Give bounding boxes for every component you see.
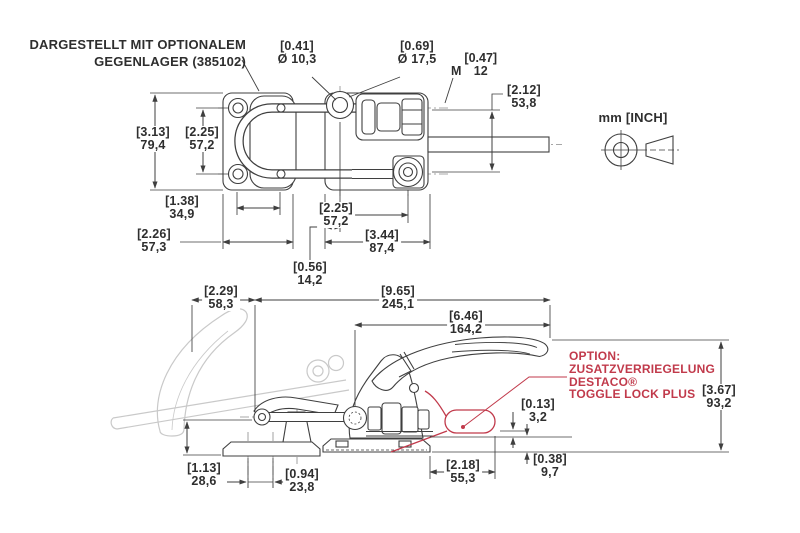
ghost-open-position (110, 308, 350, 437)
dim-hole-diameter-small: [0.41]Ø 10,3 (275, 39, 319, 66)
option-line-2: ZUSATZVERRIEGELUNG (569, 361, 716, 376)
side-view-clamp (222, 336, 549, 457)
dim-overall-height-93-2: [3.67]93,2 (700, 383, 738, 410)
dim-hole-spacing-57-2-right: [2.25]57,2 (317, 201, 355, 228)
dim-slot-spacing-23-8: [0.94]23,8 (283, 467, 321, 494)
dim-length-55-3: [2.18]55,3 (444, 458, 482, 485)
dim-height-53-8: [2.12]53,8 (505, 83, 543, 110)
units-label: mm [INCH] (598, 110, 668, 125)
option-toggle-lock-note: OPTION: ZUSATZVERRIEGELUNG DESTACO® TOGG… (569, 350, 715, 401)
dim-gap-3-2: [0.13]3,2 (519, 397, 557, 424)
toggle-lock-option-part (390, 376, 567, 453)
dim-pivot-height-28-6: [1.13]28,6 (185, 461, 223, 488)
dim-hole-spacing-57-2-left: [2.25]57,2 (183, 125, 221, 152)
note-line-2: GEGENLAGER (385102) (94, 54, 246, 69)
dim-length-164-2: [6.46]164,2 (447, 309, 485, 336)
dim-plate-height-79-4: [3.13]79,4 (134, 125, 172, 152)
note-line-1: DARGESTELLT MIT OPTIONALEM (29, 37, 246, 52)
dim-offset-14-2: [0.56]14,2 (291, 260, 329, 287)
projection-symbol (601, 130, 679, 170)
option-line-1: OPTION: (569, 349, 621, 363)
dim-height-9-7: [0.38]9,7 (531, 452, 569, 479)
top-view-clamp (222, 90, 550, 191)
dim-plate-width-57-3: [2.26]57,3 (135, 227, 173, 254)
optional-counter-bearing-note: DARGESTELLT MIT OPTIONALEM GEGENLAGER (3… (18, 36, 246, 70)
dim-hole-diameter-large: [0.69]Ø 17,5 (395, 39, 439, 66)
option-line-3: DESTACO® (569, 374, 638, 389)
dim-thread-m12: M [0.47] 12 (451, 51, 498, 78)
dim-reach-58-3: [2.29]58,3 (202, 284, 240, 311)
option-line-4: TOGGLE LOCK PLUS (569, 387, 696, 402)
dim-overall-length-245-1: [9.65]245,1 (379, 284, 417, 311)
dim-hole-spacing-34-9: [1.38]34,9 (163, 194, 201, 221)
dim-plate-width-87-4: [3.44]87,4 (363, 228, 401, 255)
